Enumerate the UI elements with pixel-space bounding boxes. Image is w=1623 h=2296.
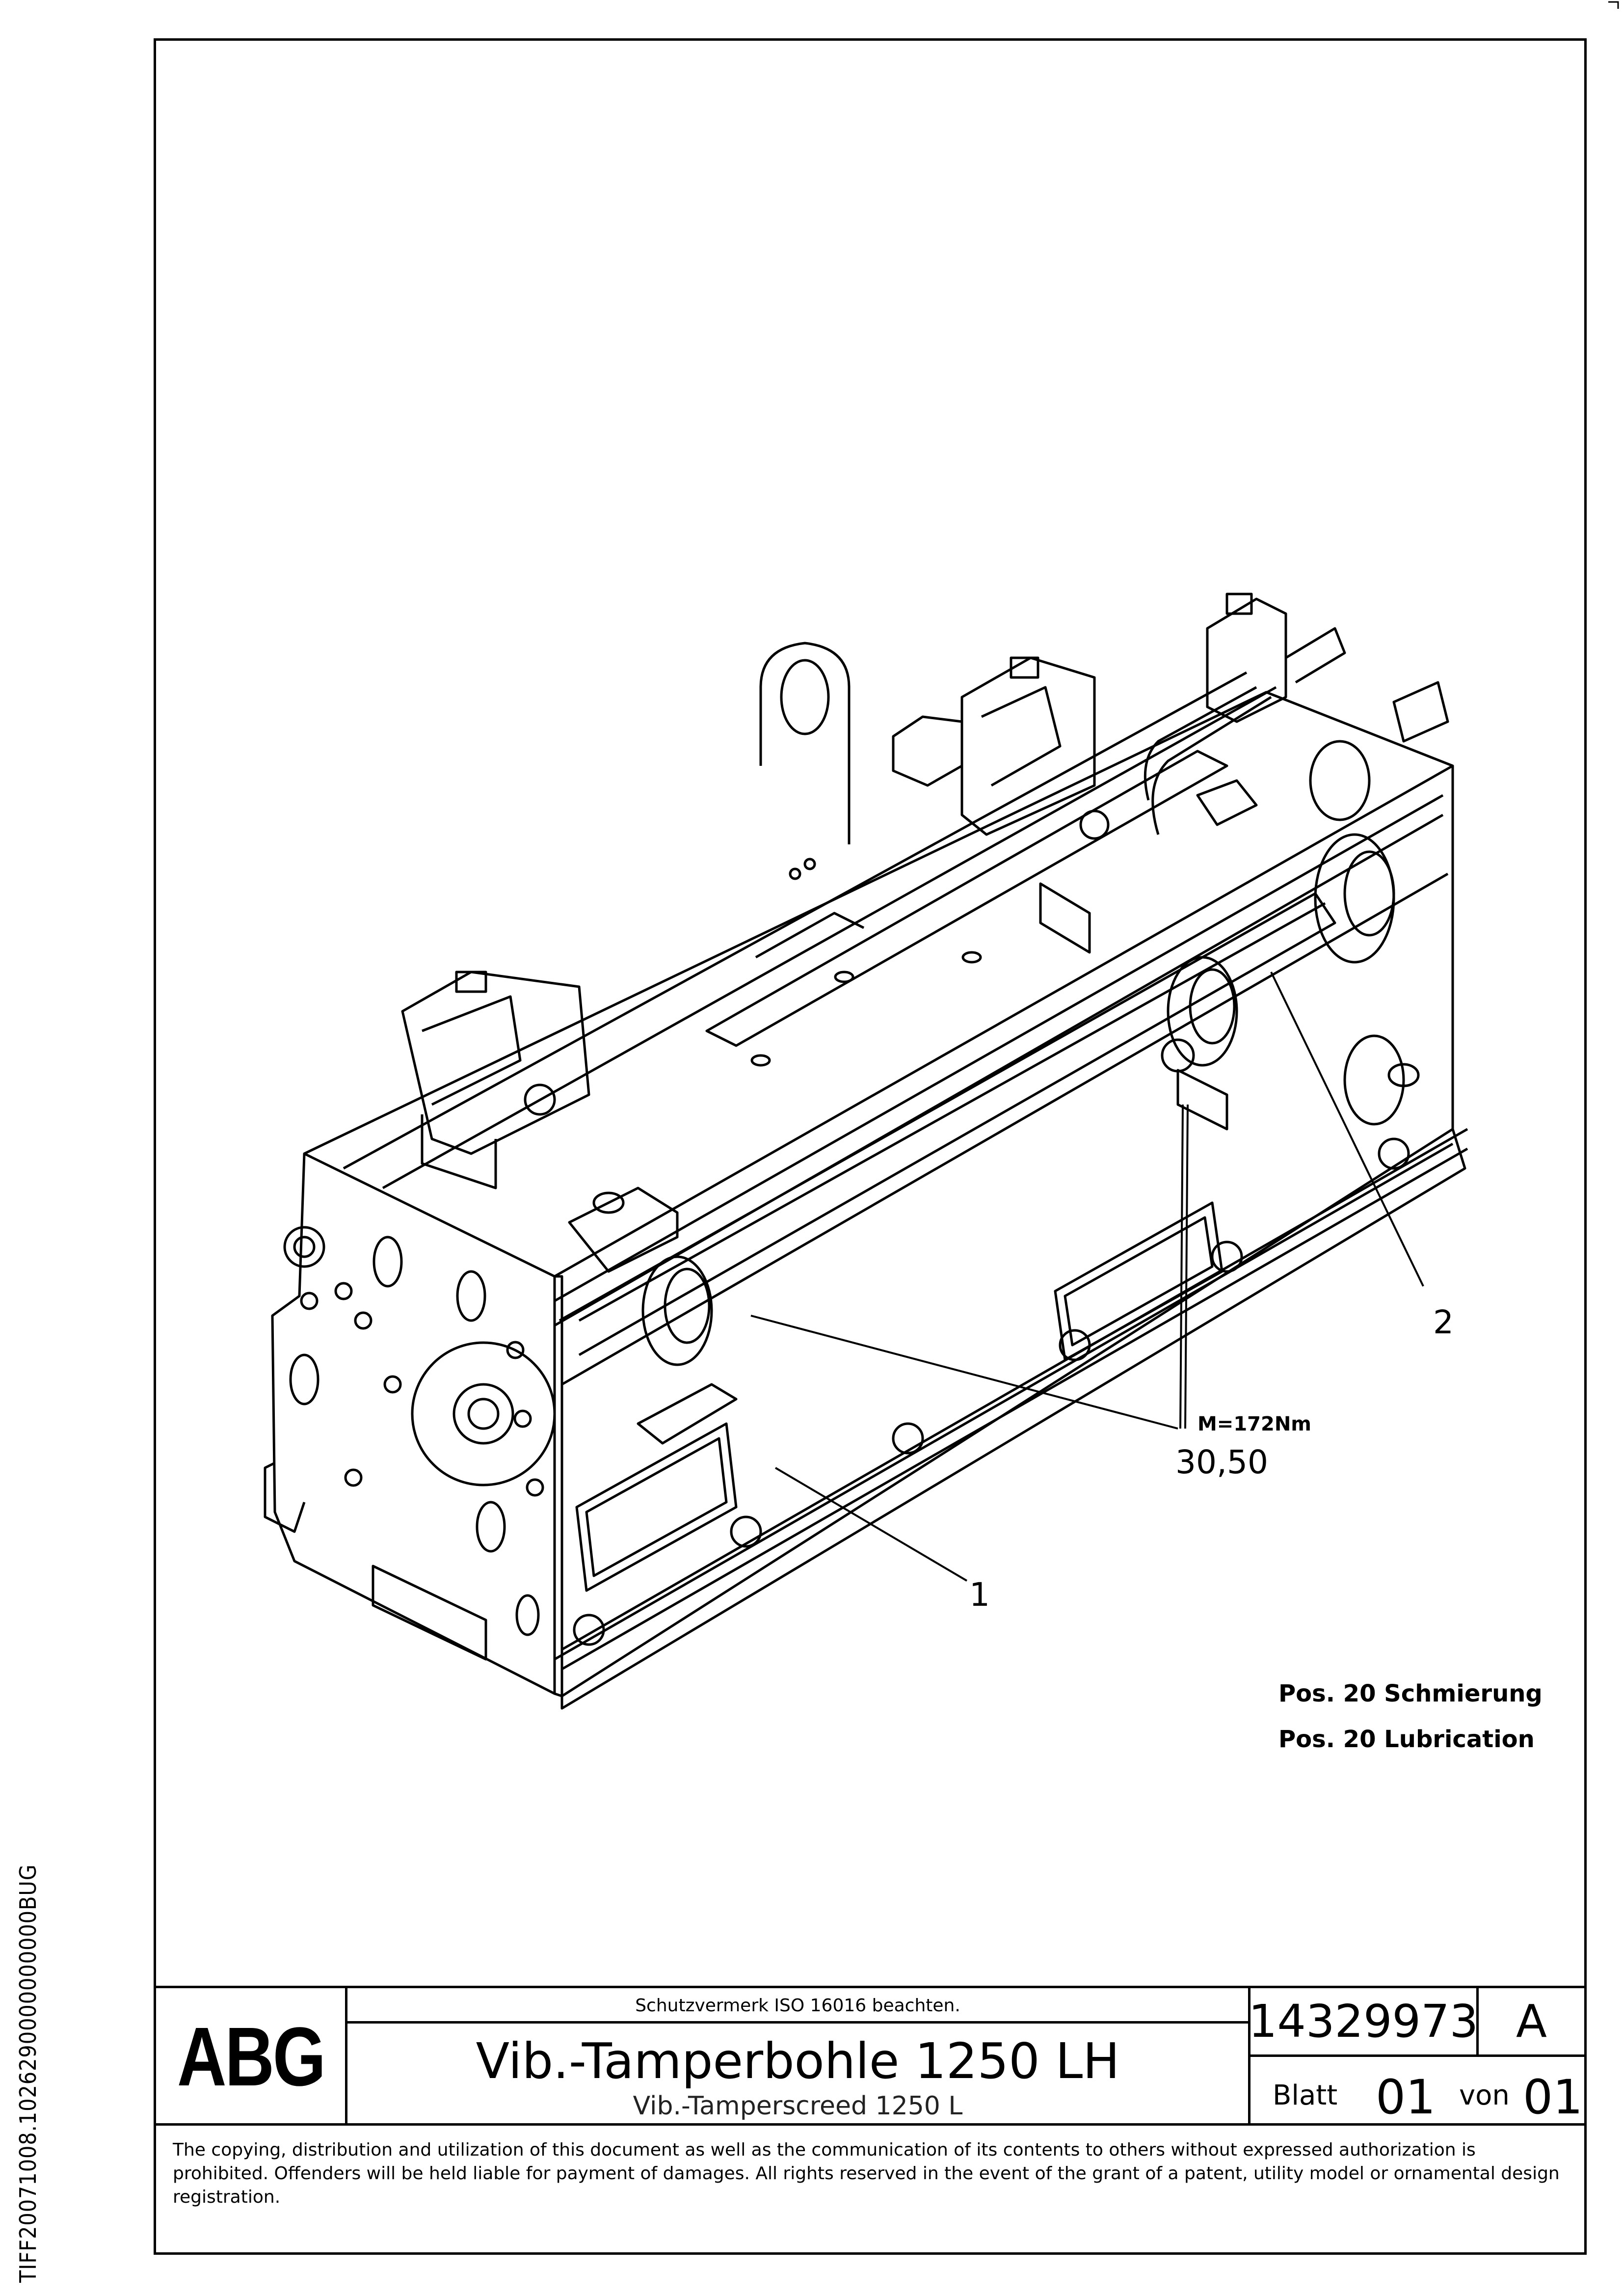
title-cell: Schutzvermerk ISO 16016 beachten. Vib.-T… (347, 1988, 1251, 2126)
torque-callout: M=172Nm (1197, 1413, 1311, 1435)
note-english: Pos. 20 Lubrication (1278, 1726, 1535, 1753)
sheet-label: Blatt (1273, 2080, 1338, 2111)
drawing-border (154, 38, 1587, 2255)
revision-letter: A (1479, 1988, 1584, 2057)
abg-logo: ABG (156, 1988, 347, 2126)
of-label: von (1459, 2080, 1510, 2111)
logo-text: ABG (177, 2010, 326, 2104)
number-cell: 14329973 A Blatt 01 von 01 (1249, 1988, 1584, 2126)
item-1-callout: 1 (969, 1576, 990, 1614)
copyright-footer: The copying, distribution and utilizatio… (156, 2123, 1584, 2253)
ref-callout: 30,50 (1175, 1443, 1268, 1481)
item-2-callout: 2 (1433, 1303, 1454, 1341)
drawing-subtitle: Vib.-Tamperscreed 1250 L (633, 2091, 963, 2121)
drawing-title: Vib.-Tamperbohle 1250 LH (476, 2032, 1120, 2090)
machine-illustration (264, 593, 1468, 1710)
sheet-number: 01 (1376, 2070, 1436, 2125)
note-german: Pos. 20 Schmierung (1278, 1680, 1543, 1707)
sheet-total: 01 (1523, 2070, 1583, 2125)
sheet-info: Blatt 01 von 01 (1251, 2057, 1584, 2126)
leader-lines (750, 972, 1424, 1582)
title-block: ABG Schutzvermerk ISO 16016 beachten. Vi… (156, 1986, 1584, 2126)
protection-note: Schutzvermerk ISO 16016 beachten. (347, 1988, 1248, 2024)
copyright-text: The copying, distribution and utilizatio… (173, 2140, 1560, 2207)
drawing-number: 14329973 (1249, 1988, 1479, 2057)
corner-tick (1608, 1, 1619, 9)
